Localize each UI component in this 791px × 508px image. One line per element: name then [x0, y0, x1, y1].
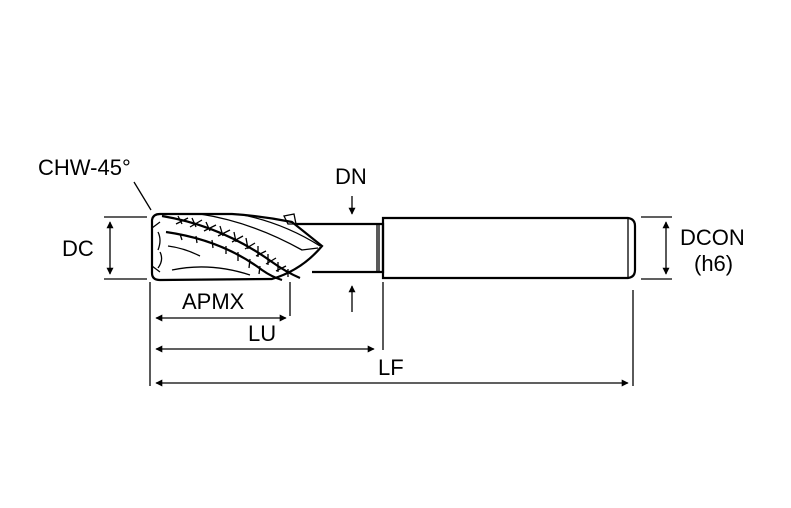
- lu-label: LU: [248, 321, 276, 346]
- shank: [381, 216, 637, 280]
- dcon-label: DCON: [680, 225, 745, 250]
- dn-label: DN: [335, 164, 367, 189]
- labels: CHW-45° DN DC DCON (h6) APMX LU LF: [38, 155, 745, 380]
- dcon-tolerance-label: (h6): [694, 251, 733, 276]
- neck: [296, 222, 385, 274]
- dimension-lines: [104, 181, 672, 387]
- fluted-section: [150, 212, 324, 282]
- end-mill-tool: [150, 212, 637, 282]
- apmx-label: APMX: [182, 289, 245, 314]
- chw-label: CHW-45°: [38, 155, 131, 180]
- dc-label: DC: [62, 236, 94, 261]
- lf-label: LF: [378, 355, 404, 380]
- chw-leader: [133, 181, 152, 211]
